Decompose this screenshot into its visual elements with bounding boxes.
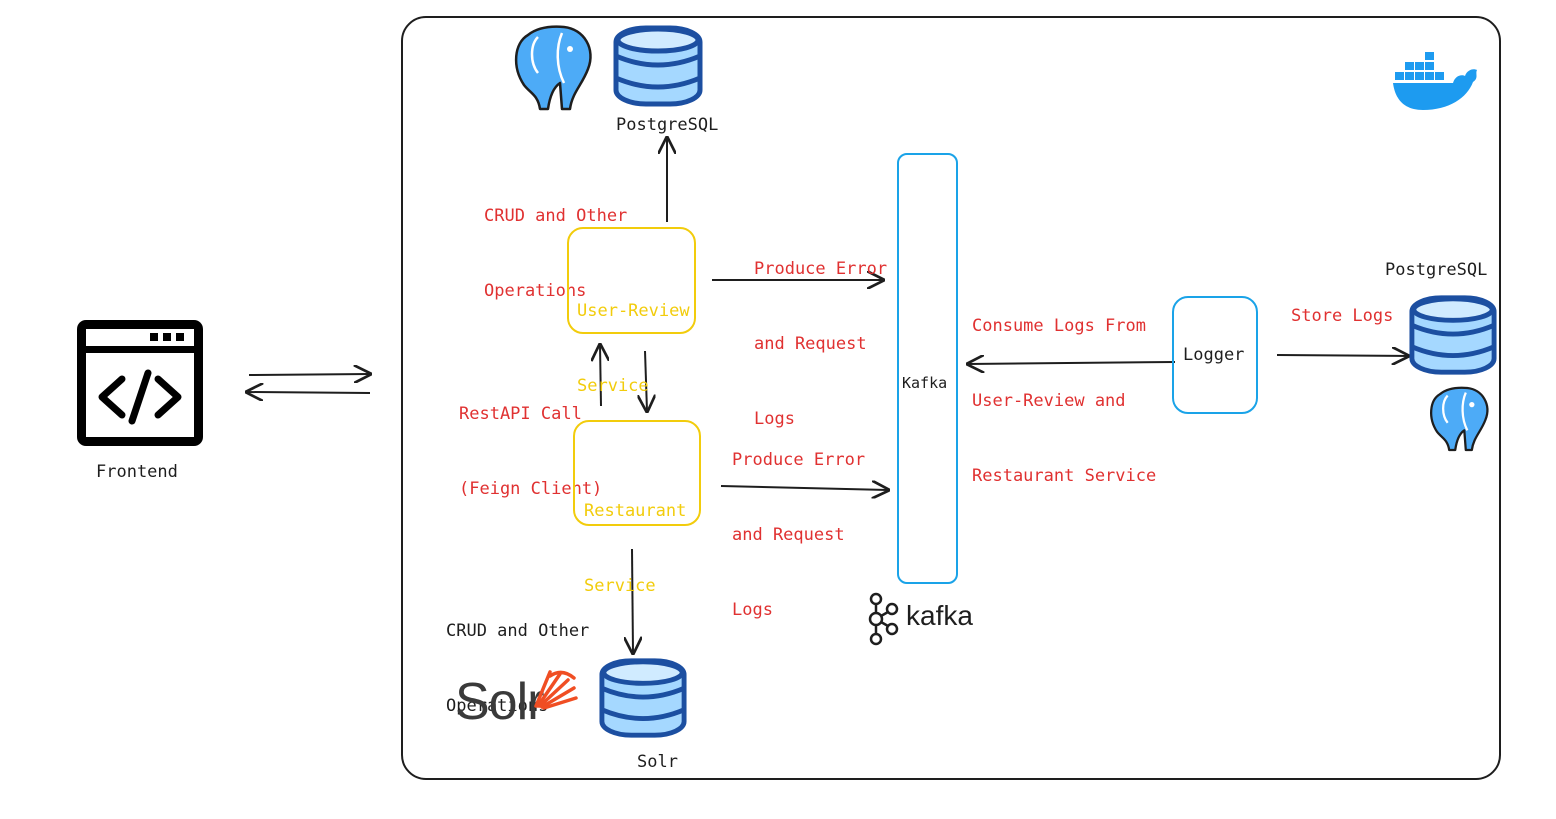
produce-rest-line3: Logs [732,600,773,620]
logger-label: Logger [1183,345,1245,365]
store-logs-annotation: Store Logs [1291,306,1394,326]
restaurant-to-user-review-arrow [600,345,601,407]
produce-user-line1: Produce Error [754,259,888,279]
solr-sun-icon [534,670,578,710]
consume-line1: Consume Logs From [972,316,1146,336]
restaurant-to-solr-arrow [632,548,633,653]
crud-bottom-annotation: CRUD and Other Operations [446,569,589,744]
restaurant-service[interactable]: Restaurant Service [573,420,701,596]
docker-container-boundary [401,16,1501,780]
frontend-node [74,317,206,449]
database-icon [1409,295,1497,375]
backend-to-frontend-arrow [247,392,371,393]
produce-user-line2: and Request [754,334,867,354]
logger-to-postgres-arrow [1276,355,1408,356]
user-review-line1: User-Review [577,301,690,321]
consume-annotation: Consume Logs From User-Review and Restau… [972,264,1156,514]
database-icon [613,25,703,107]
crud-top-line1: CRUD and Other [484,206,628,226]
top-postgres-label: PostgreSQL [616,115,719,135]
user-review-service[interactable]: User-Review Service [567,227,696,396]
code-window-icon [77,320,203,446]
logger-to-kafka-arrow [968,362,1176,364]
restaurant-line2: Service [584,576,656,596]
kafka-label: Kafka [902,374,948,392]
frontend-to-backend-arrow [248,374,370,375]
produce-rest-annotation: Produce Error and Request Logs [732,398,865,648]
kafka-logo-text: kafka [906,600,973,631]
produce-user-annotation: Produce Error and Request Logs [754,207,887,457]
postgres-elephant-icon [1430,386,1489,452]
user-review-to-restaurant-arrow [645,350,647,411]
produce-rest-line1: Produce Error [732,450,866,470]
solr-logo-text: Solr [455,673,544,731]
produce-user-line3: Logs [754,409,795,429]
consume-line3: Restaurant Service [972,466,1157,486]
user-review-label: User-Review Service [577,249,690,449]
docker-icon [1393,52,1477,110]
restaurant-label: Restaurant Service [584,449,686,649]
database-icon [599,658,687,738]
rest-call-line1: RestAPI Call [459,404,582,424]
postgres-elephant-icon [515,25,592,111]
crud-top-annotation: CRUD and Other Operations [484,154,627,329]
crud-bottom-line1: CRUD and Other [446,621,590,641]
logger-service[interactable]: Logger [1172,296,1258,414]
restaurant-to-kafka-arrow [720,486,888,490]
crud-top-line2: Operations [484,281,587,301]
crud-bottom-line2: Operations [446,696,549,716]
consume-line2: User-Review and [972,391,1126,411]
right-postgres-label: PostgreSQL [1385,260,1488,280]
kafka-logo-icon [868,592,899,646]
restaurant-line1: Restaurant [584,501,687,521]
produce-rest-line2: and Request [732,525,845,545]
kafka-broker[interactable]: Kafka [897,153,958,584]
solr-db-label: Solr [637,752,678,772]
rest-call-line2: (Feign Client) [459,479,603,499]
user-review-line2: Service [577,376,649,396]
frontend-label: Frontend [96,462,178,482]
rest-call-annotation: RestAPI Call (Feign Client) [459,352,602,527]
